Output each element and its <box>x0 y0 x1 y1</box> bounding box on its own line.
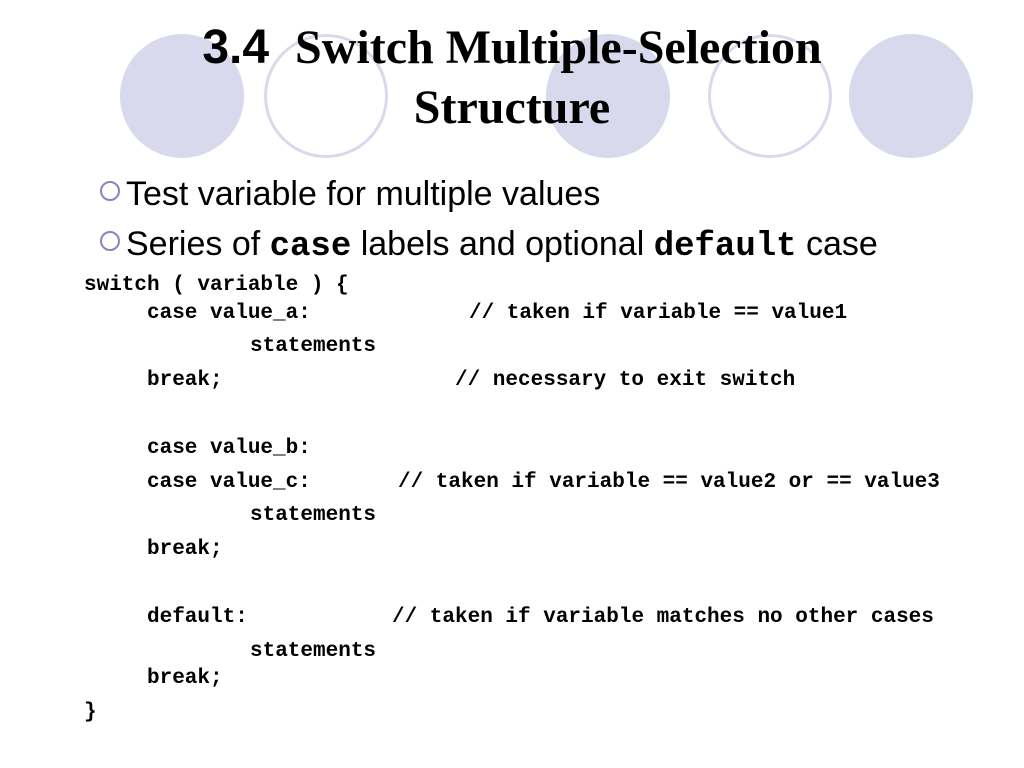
code-switch-open: switch ( variable ) { <box>84 274 349 297</box>
code-break-2: break; <box>147 538 223 561</box>
bullet-text-mid: labels and optional <box>351 225 654 263</box>
bullet-item: Test variable for multiple values <box>100 174 600 214</box>
code-case-a: case value_a: <box>147 302 311 325</box>
decor-circle-filled-1 <box>120 34 244 158</box>
decor-circle-hollow-1 <box>264 34 388 158</box>
code-case-c: case value_c: <box>147 471 311 494</box>
code-statements-3: statements <box>250 640 377 663</box>
code-break-1: break; <box>147 369 223 392</box>
bullet-item: Series of case labels and optional defau… <box>100 224 878 267</box>
bullet-text-post: case <box>796 225 878 263</box>
decor-circle-filled-3 <box>849 34 973 158</box>
code-statements-2: statements <box>250 504 377 527</box>
code-comment-default: // taken if variable matches no other ca… <box>392 606 934 629</box>
bullet-text: Test variable for multiple values <box>126 175 601 213</box>
code-break-3: break; <box>147 667 223 690</box>
code-statements-1: statements <box>250 335 377 358</box>
title-rest-line1: Multiple-Selection <box>445 21 822 74</box>
decor-circle-hollow-2 <box>708 34 832 158</box>
code-comment-break: // necessary to exit switch <box>455 369 796 392</box>
title-keyword: Switch <box>295 21 434 74</box>
title-number: 3.4 <box>202 21 270 74</box>
title-rest-line2: Structure <box>413 81 611 134</box>
bullet-code-default: default <box>653 228 797 266</box>
code-comment-a: // taken if variable == value1 <box>469 302 848 325</box>
code-case-b: case value_b: <box>147 437 311 460</box>
code-switch-close: } <box>84 701 97 724</box>
hollow-circle-bullet-icon <box>100 181 120 201</box>
hollow-circle-bullet-icon <box>100 231 120 251</box>
bullet-code-case: case <box>269 228 352 266</box>
bullet-text-pre: Series of <box>126 225 270 263</box>
code-default-label: default: <box>147 606 248 629</box>
slide-title: 3.4 Switch Multiple-Selection Structure <box>0 18 1024 138</box>
decor-circle-filled-2 <box>546 34 670 158</box>
code-comment-c: // taken if variable == value2 or == val… <box>398 471 940 494</box>
